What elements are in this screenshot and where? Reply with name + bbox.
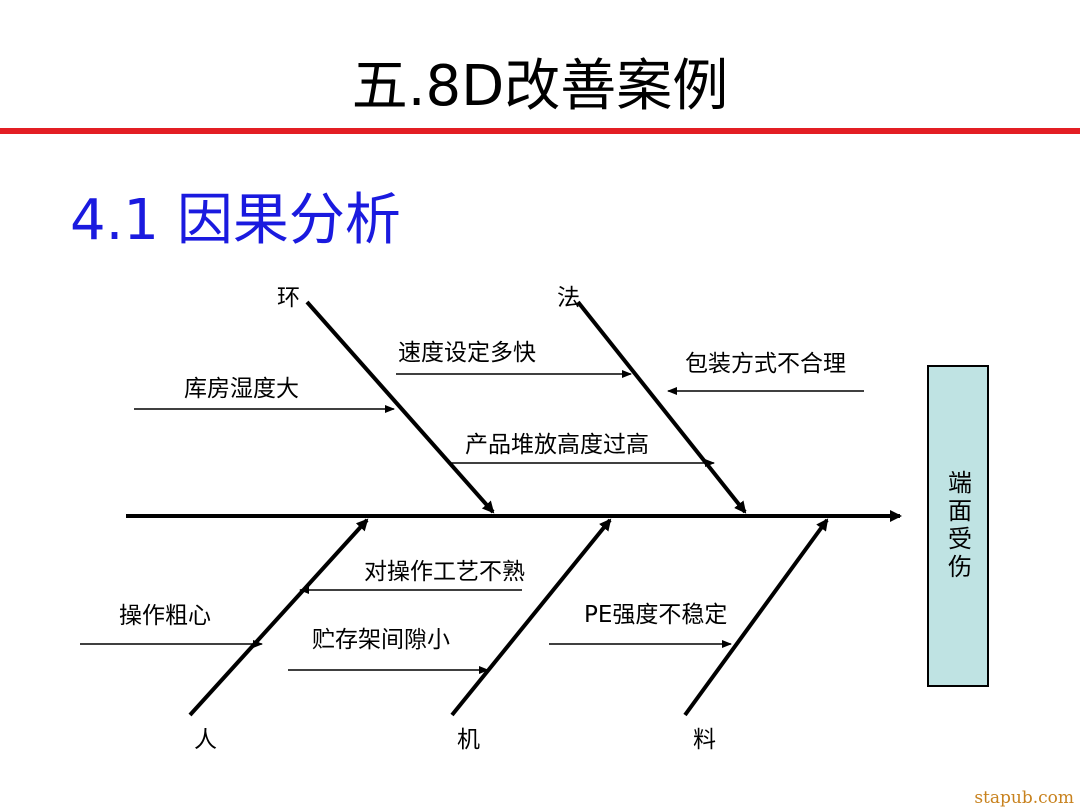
bone-man	[188, 518, 369, 717]
cause-label-pe-strength: PE强度不稳定	[584, 602, 727, 628]
bone-method	[576, 300, 747, 514]
title-divider	[0, 128, 1080, 134]
cause-label-packing-method: 包装方式不合理	[685, 351, 846, 377]
category-label-environment: 环	[277, 285, 300, 311]
slide-title: 五.8D改善案例	[351, 54, 729, 119]
cause-label-speed-setting: 速度设定多快	[398, 340, 536, 366]
cause-label-careless-operation: 操作粗心	[119, 603, 211, 629]
category-label-method: 法	[557, 285, 580, 311]
cause-label-stack-height: 产品堆放高度过高	[465, 432, 649, 458]
effect-box: 端面受伤	[927, 365, 989, 687]
category-label-material: 料	[693, 727, 716, 753]
bone-machine	[450, 518, 612, 717]
category-label-machine: 机	[457, 727, 480, 753]
bone-material	[683, 518, 829, 717]
bone-environment	[305, 300, 495, 514]
cause-label-process-unfamiliar: 对操作工艺不熟	[364, 559, 525, 585]
cause-label-rack-gap: 贮存架间隙小	[312, 627, 450, 653]
category-label-man: 人	[194, 727, 217, 753]
watermark: stapub.com	[974, 788, 1074, 808]
effect-label: 端面受伤	[943, 470, 972, 582]
cause-label-warehouse-humidity: 库房湿度大	[184, 376, 299, 402]
section-subtitle: 4.1 因果分析	[70, 188, 401, 253]
